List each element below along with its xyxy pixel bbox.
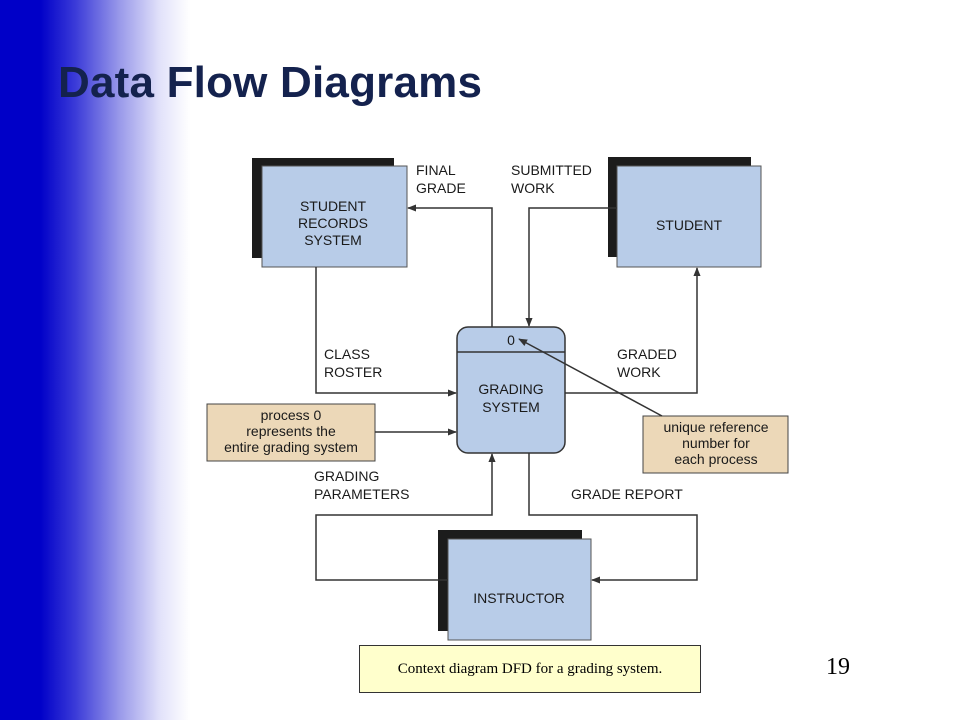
annotation-process-zero: process 0 represents the entire grading … (206, 403, 376, 462)
flow-graded-work-arrow (565, 267, 701, 394)
flow-class-roster-arrow (315, 267, 457, 397)
flow-grading-parameters-line2: PARAMETERS (314, 486, 409, 502)
flow-grade-report-arrow (528, 453, 698, 584)
entity-student: STUDENT (608, 157, 762, 268)
flow-final-grade-line2: GRADE (416, 180, 466, 196)
process-name-line1: GRADING (478, 381, 543, 397)
annotation-process-zero-line2: represents the (246, 423, 336, 439)
flow-submitted-work-arrow (525, 207, 617, 327)
instructor-label: INSTRUCTOR (473, 590, 565, 606)
flow-grade-report-label: GRADE REPORT (571, 486, 683, 502)
flow-class-roster-line2: ROSTER (324, 364, 382, 380)
slide-title: Data Flow Diagrams (58, 58, 483, 107)
flow-graded-work-line2: WORK (617, 364, 661, 380)
flow-submitted-work-line2: WORK (511, 180, 555, 196)
flow-graded-work-line1: GRADED (617, 346, 677, 362)
annotation-process-zero-line3: entire grading system (224, 439, 358, 455)
annotation-reference-line2: number for (682, 435, 750, 451)
process-grading-system: 0 GRADING SYSTEM (456, 326, 566, 454)
flow-grading-parameters-arrow (315, 453, 496, 581)
pointer-reference-number (518, 338, 663, 417)
annotation-reference-number: unique reference number for each process (642, 415, 789, 474)
process-number: 0 (507, 332, 515, 348)
process-name-line2: SYSTEM (482, 399, 540, 415)
student-records-label-line3: SYSTEM (304, 232, 362, 248)
entity-instructor: INSTRUCTOR (438, 530, 592, 641)
student-label: STUDENT (656, 217, 723, 233)
flow-submitted-work-line1: SUBMITTED (511, 162, 592, 178)
annotation-reference-line1: unique reference (663, 419, 768, 435)
flow-final-grade-arrow (407, 204, 493, 327)
figure-caption: Context diagram DFD for a grading system… (359, 645, 701, 693)
annotation-process-zero-line1: process 0 (261, 407, 322, 423)
flow-class-roster-line1: CLASS (324, 346, 370, 362)
flow-final-grade-line1: FINAL (416, 162, 456, 178)
flow-grading-parameters-line1: GRADING (314, 468, 379, 484)
student-records-label-line1: STUDENT (300, 198, 367, 214)
annotation-reference-line3: each process (674, 451, 757, 467)
student-records-label-line2: RECORDS (298, 215, 368, 231)
entity-student-records-system: STUDENT RECORDS SYSTEM (252, 158, 408, 268)
side-gradient-band (0, 0, 190, 720)
page-number: 19 (826, 654, 850, 680)
